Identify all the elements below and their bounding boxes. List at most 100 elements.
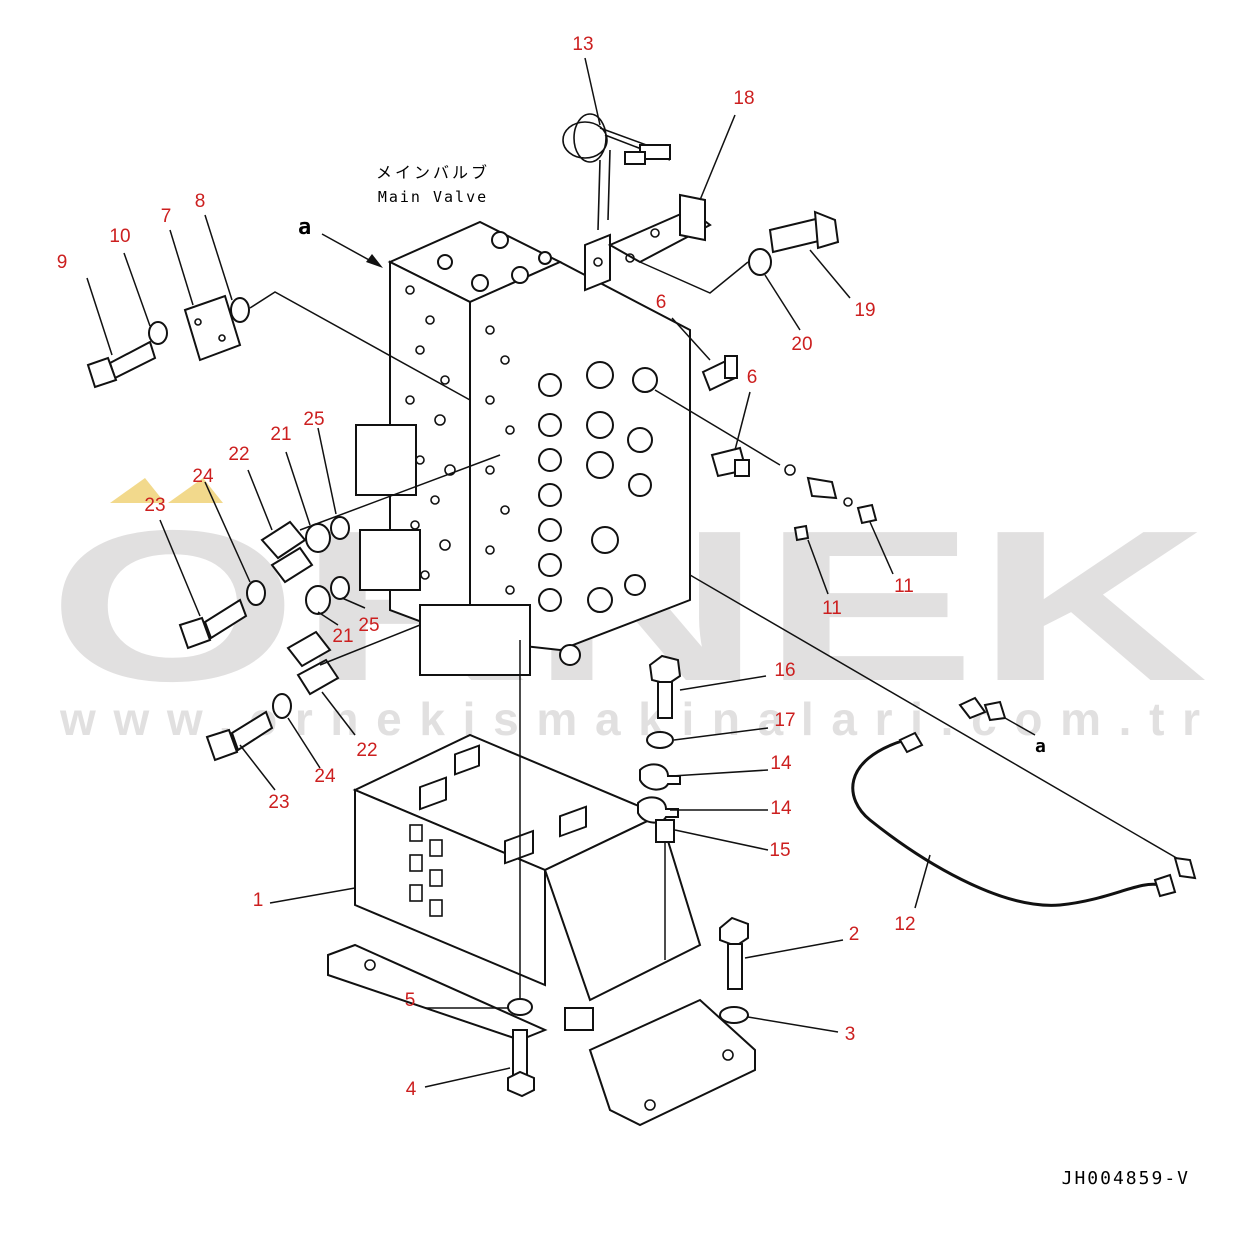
valve-ports (405, 285, 515, 595)
washer-24-upper (246, 580, 266, 606)
valve-top-bolt (538, 251, 552, 265)
main-valve (355, 220, 691, 676)
callout-18: 18 (733, 88, 754, 109)
valve-top-bolt (511, 266, 529, 284)
callout-11-plug: 11 (822, 598, 842, 619)
o-ring-8 (230, 297, 250, 323)
watermark-accent-2 (168, 478, 223, 503)
hose-route-line (689, 440, 1181, 861)
valve-top-bolt (491, 231, 509, 249)
callout-24-upper: 24 (192, 466, 214, 487)
stand-stopper (564, 1007, 594, 1031)
o-ring-21-upper (305, 523, 331, 553)
spool-caps (538, 361, 658, 666)
callout-23-upper: 23 (144, 495, 165, 516)
callout-22-upper: 22 (228, 444, 249, 465)
main-valve-title-en: Main Valve (378, 188, 488, 206)
ref-marker-a-hose: a (1035, 736, 1046, 757)
drawing-code: JH004859-V (1062, 1168, 1190, 1189)
bolt-9 (86, 340, 157, 389)
callout-6-lower: 6 (747, 367, 758, 388)
split-flange-22-upper (260, 520, 314, 584)
callout-12: 12 (894, 914, 915, 935)
callout-5: 5 (405, 990, 416, 1011)
collar-15 (655, 819, 675, 843)
watermark-accent-1 (110, 478, 165, 503)
callout-3: 3 (845, 1024, 856, 1045)
callout-11-cap: 11 (894, 576, 914, 597)
valve-right-face (469, 260, 691, 652)
clip-14-lower (637, 796, 679, 824)
callout-20: 20 (791, 334, 812, 355)
bolt-19 (768, 210, 840, 254)
valve-top-bolt (471, 274, 489, 292)
fitting-line (654, 389, 781, 466)
pressure-sensor-6-lower (710, 446, 750, 478)
o-ring-21-lower (305, 585, 331, 615)
bolt-23-lower (205, 710, 274, 762)
callout-24-lower: 24 (314, 766, 336, 787)
callout-14-lower: 14 (770, 798, 792, 819)
stand-side (543, 813, 702, 1002)
callout-15: 15 (769, 840, 790, 861)
callout-25-upper: 25 (303, 409, 324, 430)
callout-17: 17 (774, 710, 795, 731)
bolt-4 (507, 1029, 535, 1098)
hose-fitting-end-3 (1173, 856, 1197, 880)
plug-11 (793, 524, 810, 542)
callout-8: 8 (195, 191, 206, 212)
valve-side-block-2 (359, 529, 421, 591)
main-valve-title-jp: メインバルブ (376, 163, 490, 182)
leader-7-8 (249, 291, 471, 401)
cap-11 (856, 503, 878, 525)
callout-7: 7 (161, 206, 172, 227)
clip-14-upper (639, 763, 681, 791)
callout-22-lower: 22 (356, 740, 377, 761)
callout-25-lower: 25 (358, 615, 379, 636)
stand-foot-left (327, 943, 548, 1042)
callout-14-upper: 14 (770, 753, 792, 774)
washer-3 (719, 1006, 749, 1024)
arrow-a-leader (1004, 717, 1036, 736)
o-ring-25-lower (330, 576, 350, 600)
callout-16: 16 (774, 660, 795, 681)
stand-front (354, 788, 546, 987)
o-ring-25-upper (330, 516, 350, 540)
ref-arrowhead-a (366, 254, 383, 268)
callout-6-upper: 6 (656, 292, 667, 313)
callout-21-lower: 21 (332, 626, 353, 647)
hose-12 (851, 738, 1161, 907)
callout-21-upper: 21 (270, 424, 291, 445)
washer-20 (748, 248, 772, 276)
fitting-11 (806, 476, 838, 500)
valve-bottom-block (419, 604, 531, 676)
bracket (584, 193, 712, 292)
callout-13: 13 (572, 34, 593, 55)
wire-harness (562, 113, 671, 231)
callout-23-lower: 23 (268, 792, 289, 813)
callout-4: 4 (406, 1079, 417, 1100)
callout-leaders (86, 57, 931, 1088)
valve-top-bolt (437, 254, 453, 270)
pressure-sensor-6-upper (701, 355, 738, 392)
valve-side-block-1 (355, 424, 417, 496)
bolt-2 (719, 916, 749, 990)
stand-foot-right (588, 998, 756, 1127)
ref-marker-a: a (298, 215, 311, 240)
washer-5 (507, 998, 533, 1016)
washer-24-lower (272, 693, 292, 719)
leader-flange-lower (319, 624, 421, 666)
washer-17 (646, 731, 674, 749)
hose-fitting-end-1 (898, 731, 924, 754)
split-flange-22-lower (286, 630, 340, 696)
washer-10 (148, 321, 168, 345)
valve-stand-1 (327, 733, 756, 1127)
hose-fitting-end-2 (1153, 873, 1177, 898)
callout-19: 19 (854, 300, 875, 321)
callout-2: 2 (849, 924, 860, 945)
leader-flange-upper (299, 454, 501, 531)
bolt-16 (648, 654, 682, 719)
bracket-leader (639, 261, 749, 294)
